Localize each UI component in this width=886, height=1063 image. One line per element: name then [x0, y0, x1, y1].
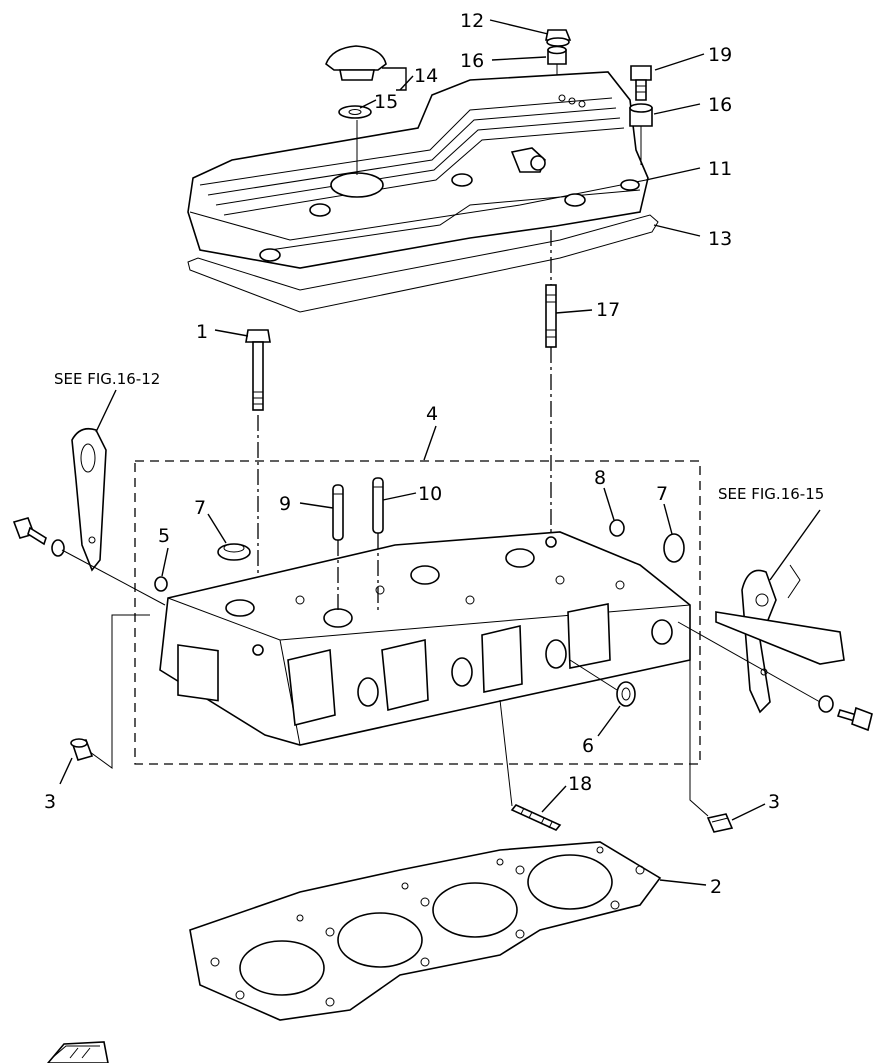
leader-lines	[59, 19, 821, 886]
reference-right: SEE FIG.16-15	[718, 485, 824, 503]
callout-7-left: 7	[194, 497, 206, 519]
oil-filler-cap	[325, 45, 387, 81]
callout-5: 5	[158, 525, 170, 547]
callout-14: 14	[414, 65, 438, 87]
drain-plug-left	[70, 738, 94, 761]
callout-11: 11	[708, 158, 732, 180]
dowel-plug	[154, 576, 168, 592]
callout-3-left: 3	[44, 791, 56, 813]
small-plug	[609, 519, 625, 537]
callout-15: 15	[374, 91, 398, 113]
lifting-bracket-left	[71, 427, 107, 572]
callout-18: 18	[568, 773, 592, 795]
callout-19: 19	[708, 44, 732, 66]
callout-16-lower: 16	[708, 94, 732, 116]
cover-stud	[545, 284, 557, 348]
head-bolt	[245, 329, 271, 411]
callout-3-right: 3	[768, 791, 780, 813]
lifting-bracket-right	[715, 564, 845, 714]
cylinder-head	[159, 531, 691, 746]
callout-16-upper: 16	[460, 50, 484, 72]
rocker-cover-gasket	[187, 214, 659, 313]
callout-4: 4	[426, 403, 438, 425]
blanking-plug-left	[217, 543, 251, 561]
callout-7-right: 7	[656, 483, 668, 505]
rubber-seal-upper	[547, 45, 567, 65]
rubber-seal-lower	[629, 103, 653, 127]
forward-arrow-icon	[46, 1041, 109, 1063]
valve-guide-intake	[332, 484, 344, 541]
reference-left: SEE FIG.16-12	[54, 370, 160, 388]
callout-2: 2	[710, 876, 722, 898]
bracket-bolt-right	[818, 695, 873, 732]
o-ring-seal	[616, 681, 636, 707]
callout-12: 12	[460, 10, 484, 32]
callout-8: 8	[594, 467, 606, 489]
callout-9: 9	[279, 493, 291, 515]
cover-bolt	[630, 65, 652, 101]
callout-1: 1	[196, 321, 208, 343]
callout-13: 13	[708, 228, 732, 250]
cylinder-head-gasket	[189, 841, 662, 1021]
callout-17: 17	[596, 299, 620, 321]
blanking-plug-right	[663, 533, 685, 563]
cap-nut	[545, 29, 572, 47]
rocker-cover	[187, 71, 649, 269]
callout-10: 10	[418, 483, 442, 505]
drain-plug-right	[706, 813, 734, 833]
exhaust-stud	[510, 804, 562, 831]
bracket-bolt-left	[12, 517, 65, 557]
valve-guide-exhaust	[372, 477, 384, 534]
callout-6: 6	[582, 735, 594, 757]
callout-labels: 1 2 3 3 4 5 6 7 7 8 9 10 11 12 13 14 15 …	[44, 10, 780, 898]
filler-cap-gasket	[338, 105, 372, 119]
